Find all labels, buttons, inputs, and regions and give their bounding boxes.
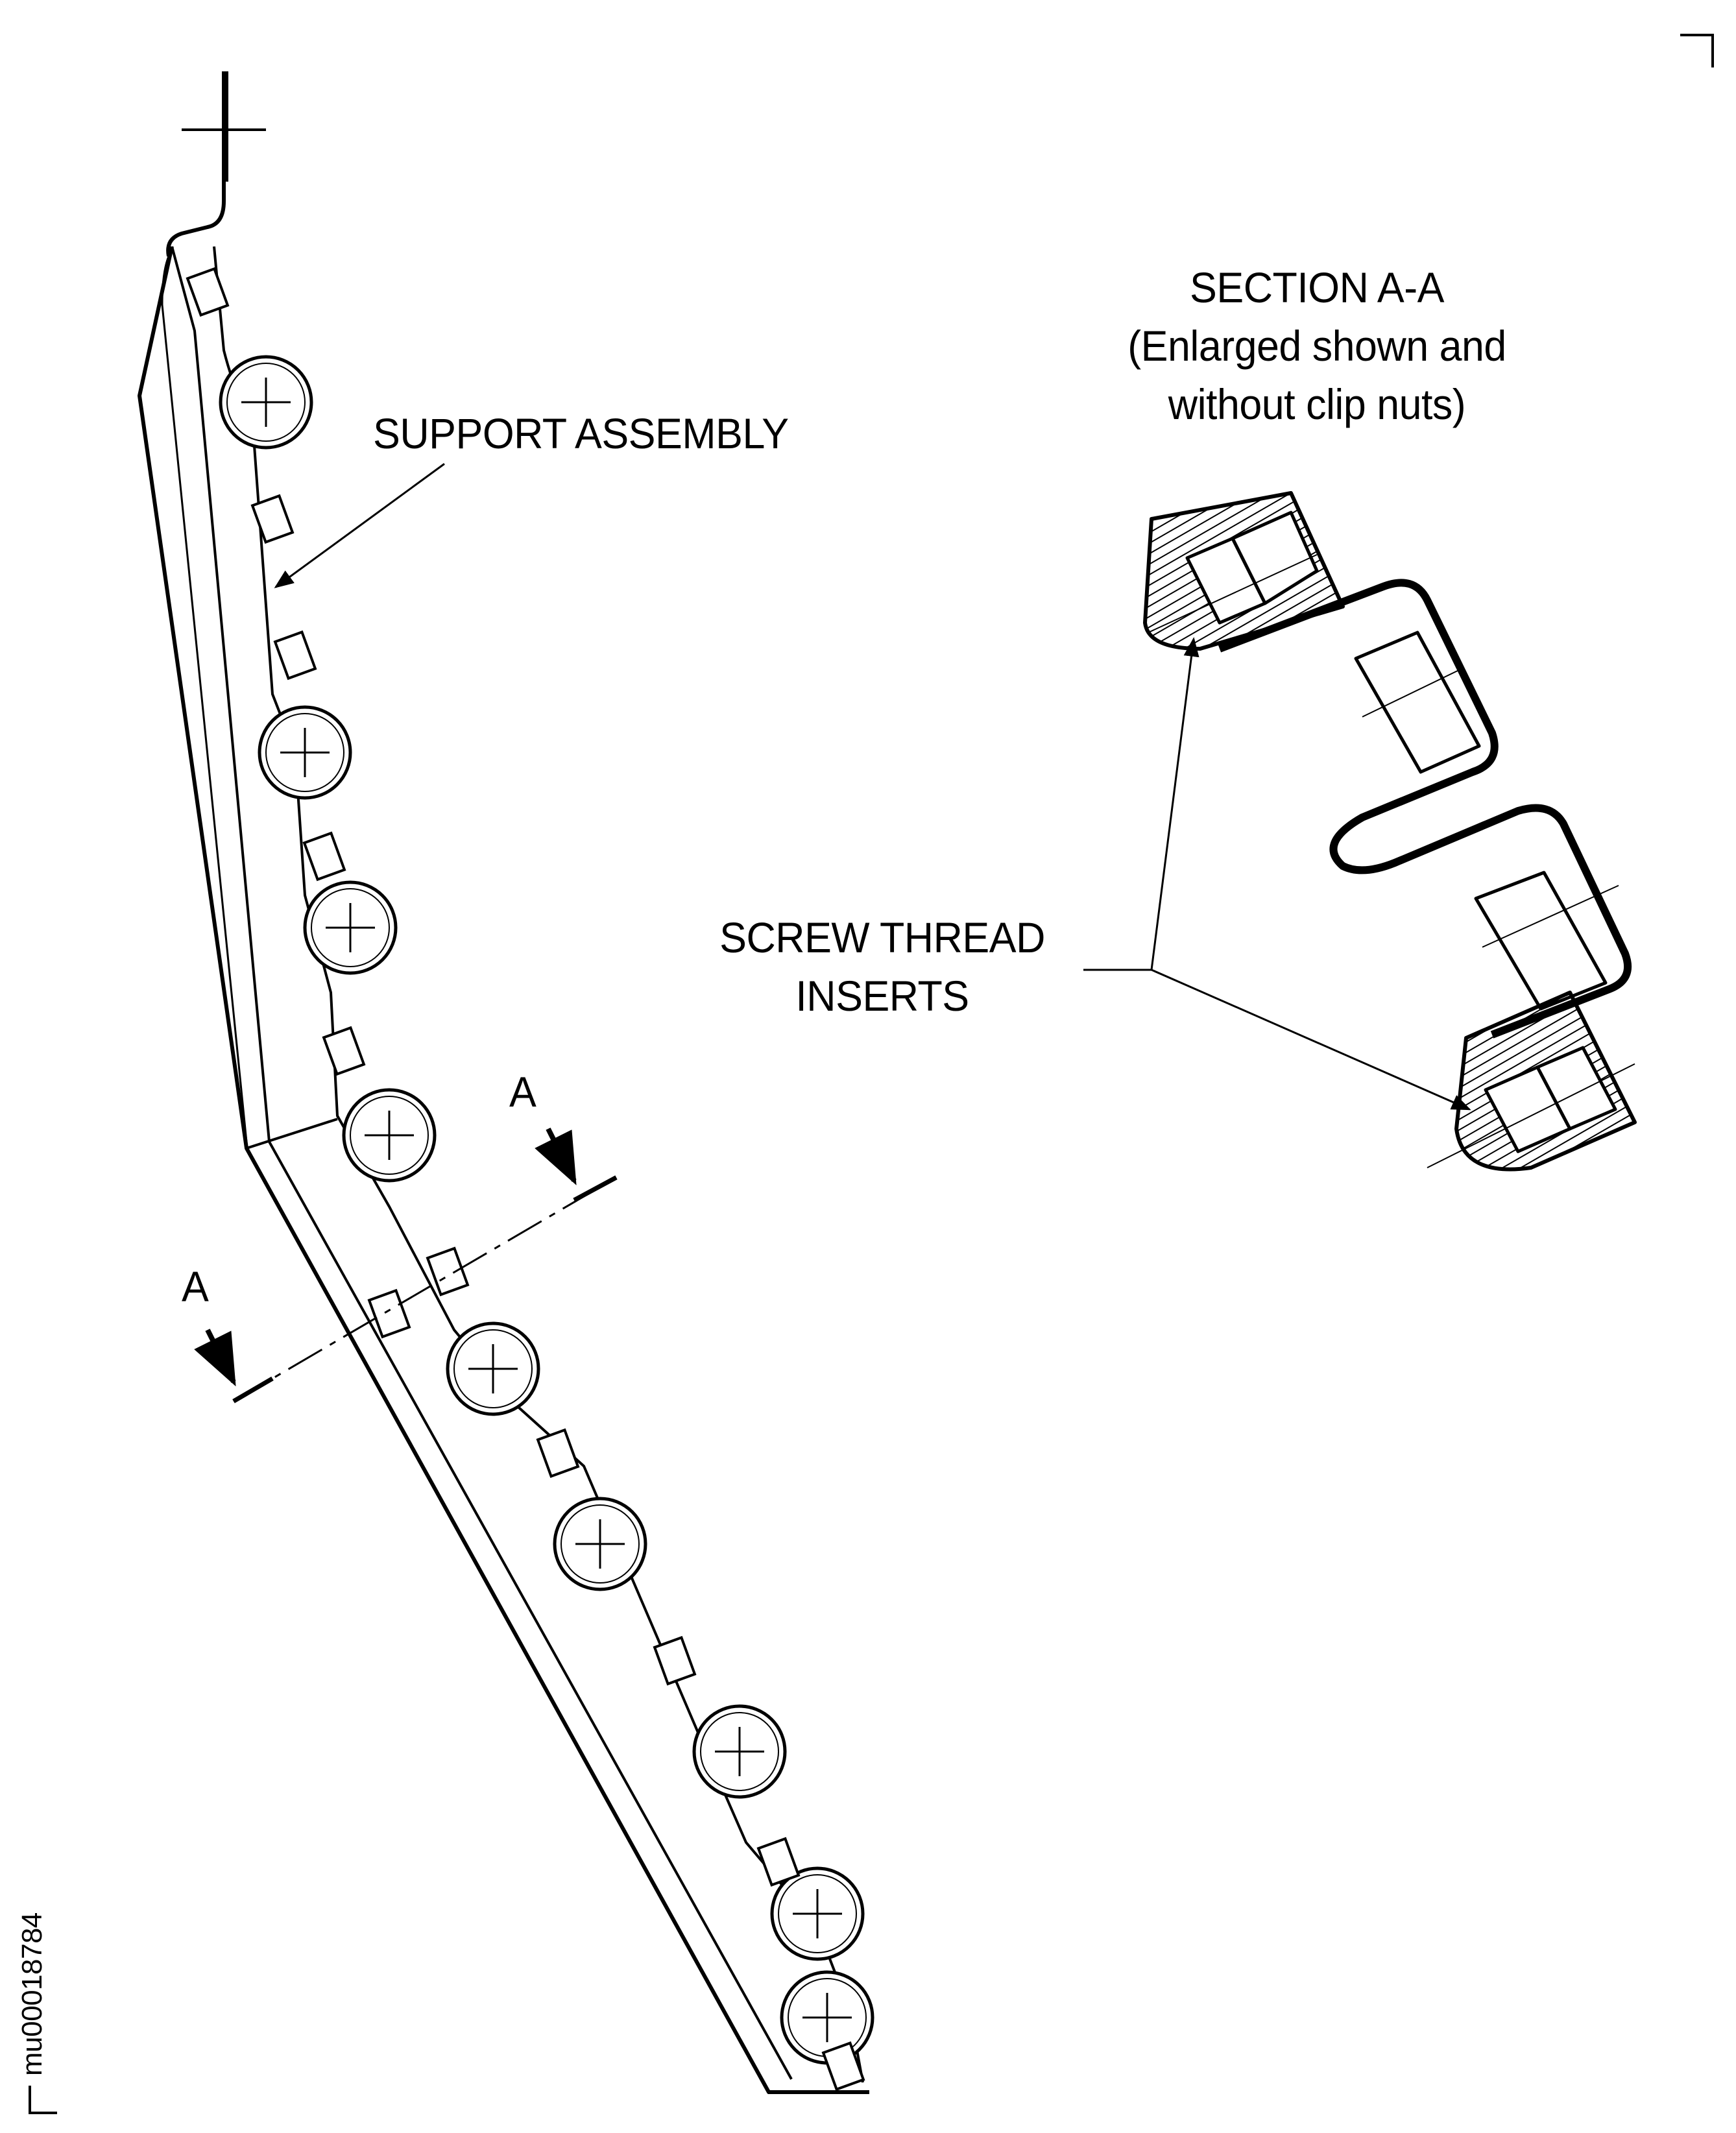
page-corner-mark: [1680, 34, 1714, 67]
screw-label-line-2: INSERTS: [795, 972, 969, 1020]
lower-thread-insert: [1427, 991, 1637, 1172]
screw-thread-inserts-label: SCREW THREAD INSERTS: [697, 908, 1067, 1025]
pipe-clamp: [258, 705, 352, 800]
support-rail: [138, 246, 869, 2094]
section-title: SECTION A-A: [1190, 263, 1444, 311]
screw-label-line-1: SCREW THREAD: [719, 913, 1045, 961]
section-note-line-1: (Enlarged shown and: [1127, 322, 1506, 370]
section-line-a-a: [194, 1127, 618, 1404]
leader-lines: [274, 463, 1471, 1111]
pipe-clamp: [770, 1866, 865, 1961]
section-a-a-caption: SECTION A-A (Enlarged shown and without …: [1077, 258, 1558, 433]
clamp-profile: [213, 246, 864, 2083]
section-a-a-view: [1143, 491, 1637, 1172]
section-sheet-profile: [1218, 579, 1632, 1039]
figure-code-corner-mark: [29, 2086, 57, 2114]
pipe-clamp: [446, 1321, 540, 1416]
section-note-line-2: without clip nuts): [1168, 380, 1466, 428]
support-assembly-label: SUPPORT ASSEMBLY: [373, 409, 789, 457]
upper-thread-insert: [1143, 491, 1345, 651]
pipe-clamp: [303, 880, 398, 975]
pipe-clamp: [342, 1088, 437, 1183]
top-reference-mark: [166, 71, 266, 257]
pipe-clamp: [692, 1704, 787, 1799]
clip-nut: [536, 1428, 580, 1478]
clip-nut: [322, 1026, 366, 1076]
clip-nuts: [186, 267, 865, 2091]
section-marker-upper: A: [509, 1068, 536, 1116]
clip-nut: [653, 1635, 697, 1686]
pipe-clamp: [553, 1497, 647, 1591]
clip-nut: [302, 831, 346, 882]
pipe-clamp: [780, 1970, 874, 2065]
section-marker-lower: A: [182, 1262, 209, 1310]
clip-nut: [250, 494, 295, 544]
clip-nut: [426, 1246, 470, 1297]
clip-nut: [186, 267, 230, 317]
clip-nut: [273, 630, 317, 681]
figure-code: mu00018784: [16, 1912, 48, 2076]
clip-nut: [821, 2041, 865, 2091]
pipe-clamp: [219, 355, 313, 450]
clip-nut: [756, 1837, 801, 1887]
pipe-clamps: [219, 355, 874, 2065]
